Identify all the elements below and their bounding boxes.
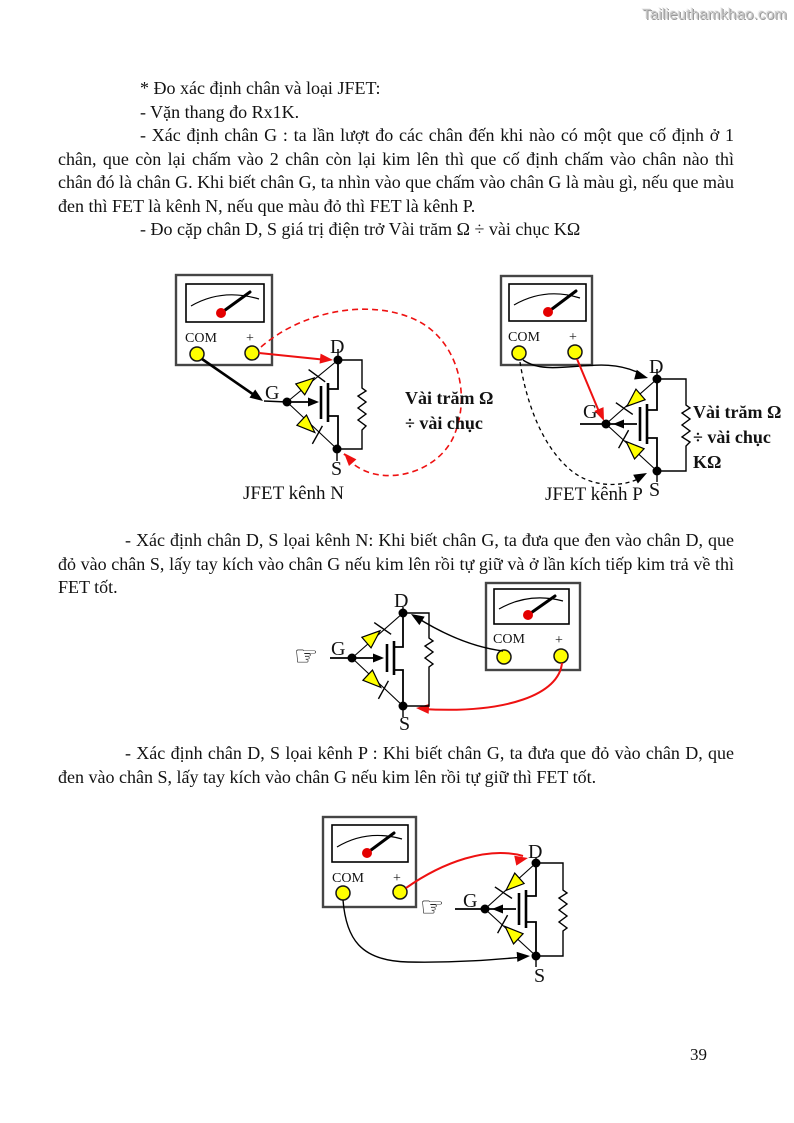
com-label: COM: [185, 331, 217, 346]
com-terminal: [511, 345, 527, 361]
gate-drain-diode-icon: [294, 368, 326, 396]
paragraph-find-ds-n: - Xác định chân D, S lọai kênh N: Khi bi…: [58, 530, 734, 597]
multimeter-icon: [321, 815, 418, 909]
note-line: ÷ vài chục: [405, 413, 483, 433]
meter-needle-icon: [526, 594, 557, 617]
plus-terminal: [392, 884, 408, 900]
note-line: Vài trăm Ω: [405, 388, 494, 408]
black-probe-wire: [201, 357, 258, 399]
paragraph-measure-title: * Đo xác định chân và loại JFET:: [140, 78, 381, 98]
plus-terminal: [553, 648, 569, 664]
plus-terminal: [244, 345, 260, 361]
source-pin-label: S: [534, 965, 546, 987]
multimeter-icon: [484, 581, 582, 672]
red-probe-wire: [576, 358, 601, 415]
caption-jfet-p: JFET kênh P: [545, 484, 643, 505]
drain-pin-label: D: [528, 841, 543, 863]
gate-drain-diode-icon: [360, 621, 392, 649]
plus-terminal: [567, 344, 583, 360]
com-terminal: [496, 649, 512, 665]
gate-drain-diode-icon: [615, 388, 647, 416]
gate-drain-diode-icon: [494, 872, 526, 900]
note-line: ÷ vài chục: [693, 427, 771, 447]
plus-label: +: [569, 330, 577, 345]
gate-source-diode-icon: [295, 414, 324, 445]
jfet-symbol: [485, 858, 537, 967]
drain-pin-label: D: [394, 590, 409, 612]
watermark: Tailieuthamkhao.com: [642, 6, 787, 23]
red-probe-wire: [421, 662, 563, 711]
jfet-symbol: [606, 369, 658, 482]
pointing-hand-icon: ☞: [294, 641, 319, 672]
drain-pin-label: D: [330, 336, 345, 358]
paragraph-find-gate: - Xác định chân G : ta lần lượt đo các c…: [58, 125, 734, 216]
diagram-test-n: [330, 581, 582, 717]
black-probe-wire: [342, 899, 525, 963]
paragraph-find-ds-p: - Xác định chân D, S lọai kênh P : Khi b…: [58, 743, 734, 787]
resistor-symbol: [338, 359, 368, 450]
multimeter-icon: [499, 274, 594, 367]
resistor-symbol: [657, 378, 692, 472]
com-label: COM: [332, 871, 364, 886]
resistor-symbol: [536, 862, 569, 957]
note-line: Vài trăm Ω: [693, 402, 782, 422]
plus-label: +: [246, 331, 254, 346]
paragraph-ds-resistance: - Đo cặp chân D, S giá trị điện trở Vài …: [140, 219, 581, 239]
diagram-jfet-n: [174, 273, 463, 477]
black-probe-wire: [415, 616, 504, 652]
meter-needle-icon: [219, 290, 252, 315]
com-label: COM: [508, 330, 540, 345]
gate-pin-label: G: [265, 382, 280, 404]
com-label: COM: [493, 632, 525, 647]
paragraph-block-bottom: - Xác định chân D, S lọai kênh P : Khi b…: [58, 742, 734, 789]
jfet-symbol: [287, 349, 339, 461]
jfet-symbol: [352, 607, 404, 717]
resistance-note-n: Vài trăm Ω ÷ vài chục: [405, 386, 493, 436]
com-terminal: [189, 346, 205, 362]
pointing-hand-icon: ☞: [420, 892, 445, 923]
dashed-black-wire: [519, 361, 641, 486]
gate-pin-label: G: [463, 890, 478, 912]
paragraph-block-middle: - Xác định chân D, S lọai kênh N: Khi bi…: [58, 529, 734, 600]
source-pin-label: S: [649, 479, 661, 501]
source-pin-label: S: [399, 713, 411, 735]
meter-needle-icon: [365, 831, 396, 855]
gate-pin-label: G: [331, 638, 346, 660]
gate-source-diode-icon: [617, 429, 646, 460]
red-probe-wire: [405, 852, 524, 889]
com-terminal: [335, 885, 351, 901]
paragraph-block-top: * Đo xác định chân và loại JFET: - Vặn t…: [58, 77, 734, 242]
red-probe-wire: [258, 352, 328, 361]
page-number: 39: [690, 1045, 707, 1064]
diagram-jfet-p: [499, 274, 692, 486]
paragraph-range-setting: - Vặn thang đo Rx1K.: [140, 101, 300, 122]
black-probe-wire: [522, 359, 642, 375]
drain-pin-label: D: [649, 356, 664, 378]
plus-label: +: [555, 633, 563, 648]
gate-source-diode-icon: [496, 914, 525, 945]
multimeter-icon: [174, 273, 274, 367]
note-line: KΩ: [693, 452, 722, 472]
gate-source-diode-icon: [361, 669, 390, 700]
caption-jfet-n: JFET kênh N: [243, 483, 344, 504]
gate-pin-label: G: [583, 401, 598, 423]
resistor-symbol: [403, 612, 435, 707]
source-pin-label: S: [331, 458, 343, 480]
diagram-test-p: [321, 815, 569, 967]
meter-needle-icon: [546, 289, 578, 314]
plus-label: +: [393, 871, 401, 886]
